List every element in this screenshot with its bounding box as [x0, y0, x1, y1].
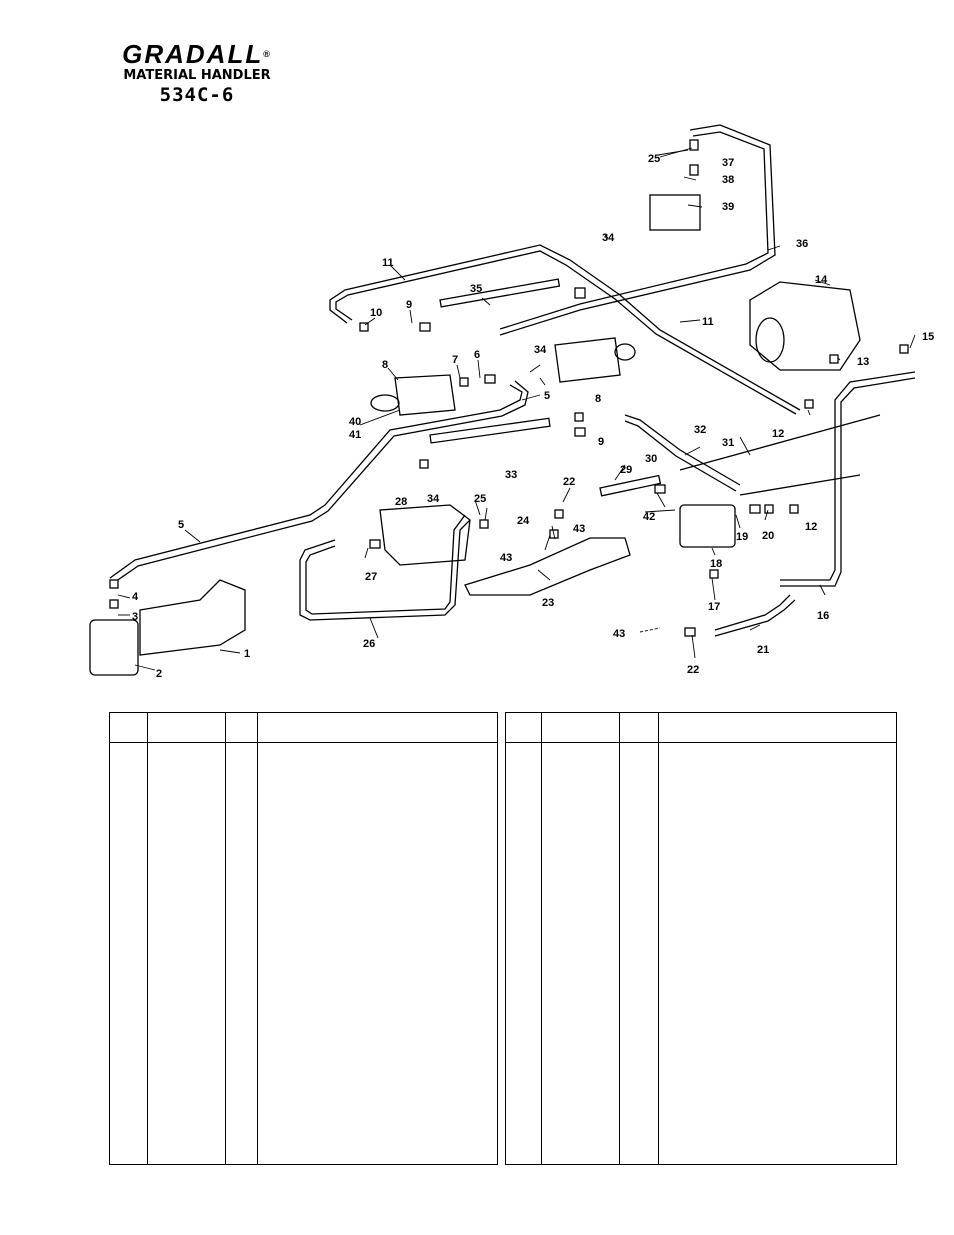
callout-43a: 43: [573, 523, 585, 535]
column-divider: [658, 713, 659, 1164]
callout-35: 35: [470, 283, 482, 295]
part-18-block: [679, 504, 736, 548]
callout-31: 31: [722, 437, 734, 449]
callout-5a: 5: [178, 519, 184, 531]
hose-line-5: [109, 384, 523, 579]
callout-14: 14: [815, 274, 828, 286]
callout-5b: 5: [544, 390, 550, 402]
callout-19: 19: [736, 531, 748, 543]
column-divider: [225, 713, 226, 1164]
column-divider: [147, 713, 148, 1164]
callout-3: 3: [132, 611, 138, 623]
callout-43c: 43: [613, 628, 625, 640]
callout-11b: 11: [702, 316, 714, 328]
callout-4: 4: [132, 591, 139, 603]
hose-line-32: [624, 414, 741, 486]
hose-line-16: [780, 371, 916, 581]
callout-12a: 12: [772, 428, 784, 440]
callout-22b: 22: [687, 664, 699, 676]
callout-8a: 8: [382, 359, 388, 371]
part-23-valve: [464, 537, 631, 596]
column-divider: [257, 713, 258, 1164]
callout-2: 2: [156, 668, 162, 680]
callout-21: 21: [757, 644, 769, 656]
callout-40: 40: [349, 416, 361, 428]
model-number: 534C-6: [159, 84, 235, 106]
part-8-valve-left: [394, 374, 456, 416]
part-2-block: [89, 619, 139, 676]
callout-28: 28: [395, 496, 407, 508]
hose-29: [599, 474, 662, 497]
callout-29: 29: [620, 464, 632, 476]
callout-34b: 34: [534, 344, 547, 356]
callout-43b: 43: [500, 552, 512, 564]
fittings: [109, 139, 909, 637]
callout-39: 39: [722, 201, 734, 213]
callout-38: 38: [722, 174, 734, 186]
callout-25b: 25: [648, 153, 660, 165]
callout-24: 24: [517, 515, 530, 527]
callout-22a: 22: [563, 476, 575, 488]
callout-16: 16: [817, 610, 829, 622]
callout-34a: 34: [602, 232, 615, 244]
callout-11a: 11: [382, 257, 394, 269]
parts-table-right: [505, 712, 897, 1165]
part-39-block: [649, 194, 701, 231]
callout-27: 27: [365, 571, 377, 583]
part-14-pump: [749, 281, 861, 371]
callout-23: 23: [542, 597, 554, 609]
brand-subtitle: MATERIAL HANDLER: [123, 68, 271, 83]
callout-8b: 8: [595, 393, 601, 405]
column-divider: [541, 713, 542, 1164]
callout-32: 32: [694, 424, 706, 436]
hydraulic-parts-diagram: 1 2 3 4 5 5 6 7 8 8 9 9 10 11 11 12 12 1…: [89, 124, 934, 680]
brand-header: GRADALL® MATERIAL HANDLER 534C-6: [108, 40, 286, 106]
callout-41: 41: [349, 429, 361, 441]
callout-13: 13: [857, 356, 869, 368]
callout-17: 17: [708, 601, 720, 613]
callout-9a: 9: [406, 299, 412, 311]
hose-35: [439, 278, 561, 308]
callout-9b: 9: [598, 436, 604, 448]
parts-table-right-header: [506, 713, 896, 743]
callout-42: 42: [643, 511, 655, 523]
hose-line-21: [714, 594, 791, 631]
hose-33: [429, 417, 551, 444]
parts-table-left: [109, 712, 498, 1165]
callout-20: 20: [762, 530, 774, 542]
callout-37: 37: [722, 157, 734, 169]
callout-30: 30: [645, 453, 657, 465]
hose-line-36: [499, 124, 776, 336]
callout-15: 15: [922, 331, 934, 343]
hose-line-26: [299, 519, 471, 621]
hose-line-11: [329, 244, 801, 411]
callout-26: 26: [363, 638, 375, 650]
callout-18: 18: [710, 558, 722, 570]
callout-25a: 25: [474, 493, 486, 505]
gradall-logo: GRADALL®: [122, 39, 272, 69]
callout-7: 7: [452, 354, 458, 366]
callout-34c: 34: [427, 493, 440, 505]
callout-36: 36: [796, 238, 808, 250]
part-8-valve-right: [554, 337, 621, 383]
callout-1: 1: [244, 648, 250, 660]
callout-12b: 12: [805, 521, 817, 533]
callout-10: 10: [370, 307, 382, 319]
callout-6: 6: [474, 349, 480, 361]
part-1-tank: [139, 579, 246, 656]
parts-table-left-header: [110, 713, 497, 743]
column-divider: [619, 713, 620, 1164]
part-28-block: [379, 504, 471, 566]
callout-33: 33: [505, 469, 517, 481]
